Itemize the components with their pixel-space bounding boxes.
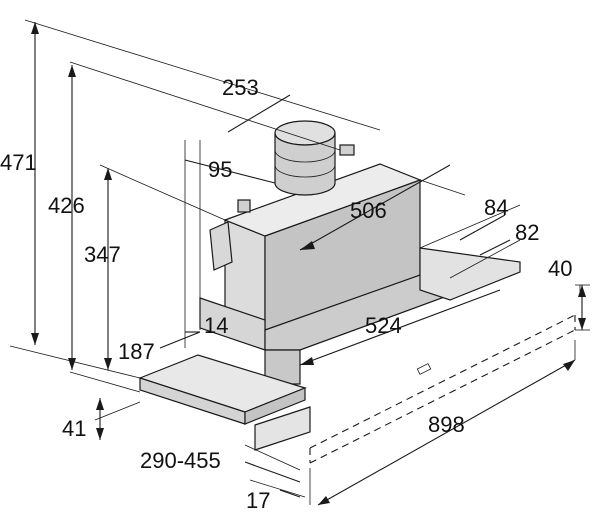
hood-body — [138, 120, 521, 451]
dim-line-898 — [317, 359, 576, 506]
label-524: 524 — [365, 313, 402, 338]
label-84: 84 — [484, 195, 508, 220]
base-block — [264, 349, 301, 385]
label-426: 426 — [48, 193, 85, 218]
cabinet-outline — [309, 314, 576, 464]
connector-lug-2 — [237, 199, 251, 213]
label-471: 471 — [0, 150, 37, 175]
dimension-lines — [34, 22, 583, 506]
dimension-labels: 471 426 347 253 95 506 84 82 40 14 524 1… — [0, 75, 572, 513]
dim-line-290-455 — [244, 461, 301, 483]
dim-line-84 — [459, 214, 506, 241]
front-trim — [254, 406, 311, 451]
label-17: 17 — [246, 488, 270, 513]
label-82: 82 — [515, 220, 539, 245]
label-95: 95 — [208, 157, 232, 182]
dim-line-82 — [479, 239, 511, 256]
dim-line-95 — [184, 159, 276, 184]
arrowheads — [31, 22, 586, 505]
slide-rail — [419, 247, 521, 301]
label-14: 14 — [204, 313, 228, 338]
extension-lines — [9, 19, 590, 505]
label-347: 347 — [84, 242, 121, 267]
label-253: 253 — [222, 75, 259, 100]
label-187: 187 — [118, 339, 155, 364]
mounting-bracket — [209, 221, 233, 271]
dim-line-17 — [279, 489, 301, 498]
exhaust-outlet-body — [274, 132, 336, 196]
label-41: 41 — [62, 416, 86, 441]
label-898: 898 — [428, 412, 465, 437]
label-40: 40 — [548, 256, 572, 281]
label-506: 506 — [350, 198, 387, 223]
pullout-side — [244, 387, 306, 425]
dim-line-524 — [299, 289, 501, 366]
dim-line-253 — [227, 94, 291, 133]
cabinet-light — [416, 363, 432, 375]
dim-line-506 — [299, 164, 451, 251]
dim-line-187 — [159, 331, 201, 349]
connector-lug — [339, 144, 355, 156]
label-290-455: 290-455 — [140, 448, 221, 473]
